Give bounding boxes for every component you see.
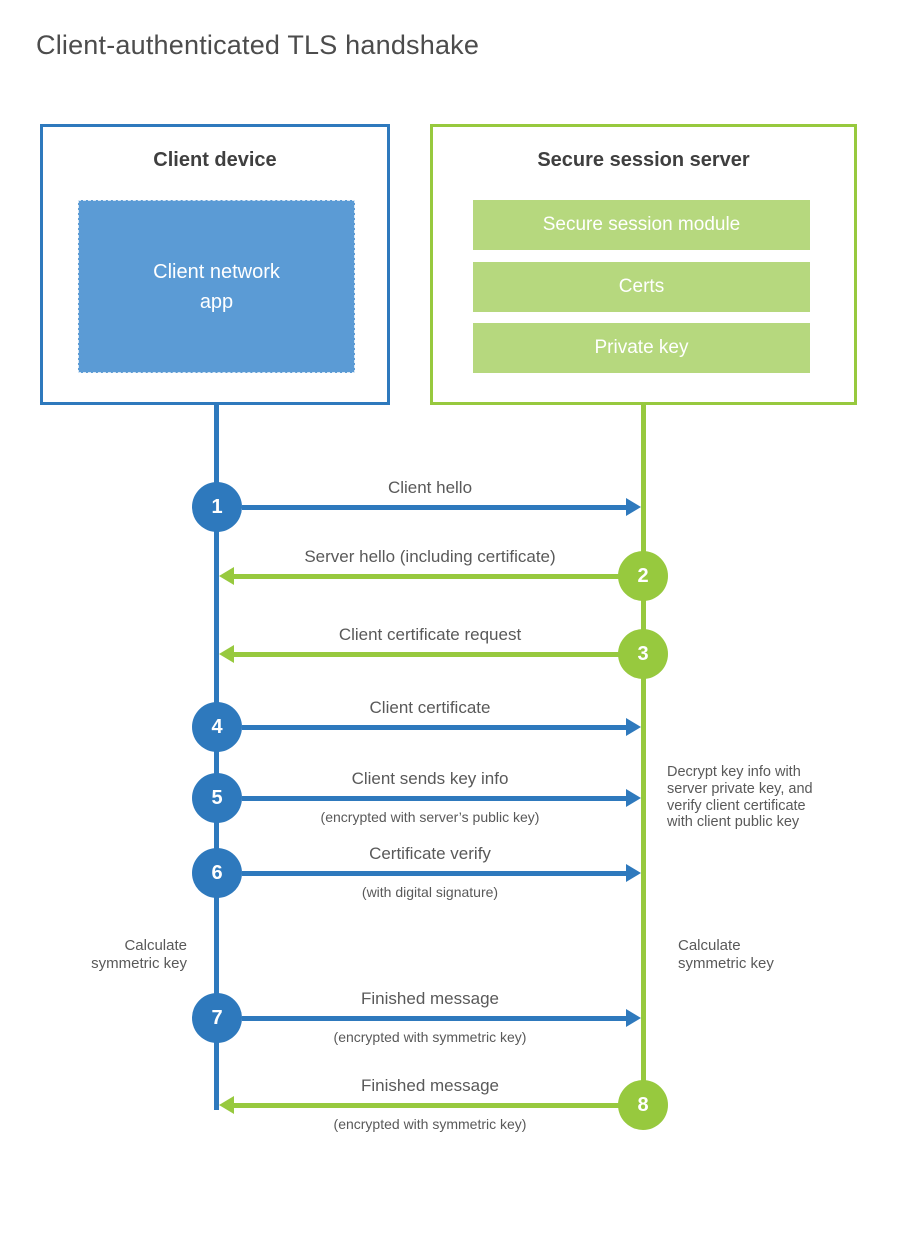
server-box: Secure session server Secure session mod… [430, 124, 857, 405]
server-module-secure-session: Secure session module [473, 200, 810, 250]
arrow-left-icon [219, 1096, 234, 1114]
message-sublabel: (encrypted with server’s public key) [320, 809, 540, 825]
message-label: Client sends key info [351, 769, 509, 788]
arrow-shaft [234, 1103, 619, 1108]
server-lifeline [641, 404, 646, 1105]
server-module-label: Secure session module [542, 214, 741, 235]
annotation-calculate-symmetric-key-server: Calculate symmetric key [678, 937, 774, 972]
step-number: 5 [211, 786, 223, 809]
step-number: 1 [211, 495, 223, 518]
page-title: Client-authenticated TLS handshake [36, 30, 480, 60]
arrow-right-icon [626, 718, 641, 736]
arrow-shaft [242, 505, 627, 510]
message-sublabel: (with digital signature) [361, 884, 499, 900]
arrow-right-icon [626, 1009, 641, 1027]
arrow-shaft [242, 871, 627, 876]
client-device-box: Client device Client network app [40, 124, 390, 405]
annotation-decrypt-key-info: Decrypt key info with server private key… [667, 764, 813, 831]
step-number: 3 [637, 642, 649, 665]
arrow-shaft [242, 1016, 627, 1021]
server-module-private-key: Private key [473, 323, 810, 373]
step-8-badge: 8 [618, 1080, 668, 1130]
client-device-title: Client device [153, 149, 277, 171]
message-label: Finished message [361, 989, 499, 1008]
server-module-label: Private key [594, 337, 689, 358]
server-title: Secure session server [537, 149, 750, 171]
message-label: Certificate verify [369, 844, 491, 863]
arrow-right-icon [626, 864, 641, 882]
step-number: 6 [211, 861, 223, 884]
server-module-certs: Certs [473, 262, 810, 312]
client-network-app-box: Client network app [78, 200, 355, 373]
message-label: Finished message [361, 1076, 499, 1095]
message-label: Server hello (including certificate) [304, 547, 556, 566]
message-sublabel: (encrypted with symmetric key) [333, 1029, 527, 1045]
step-3-badge: 3 [618, 629, 668, 679]
message-label: Client certificate [369, 698, 491, 717]
step-1-badge: 1 [192, 482, 242, 532]
step-4-badge: 4 [192, 702, 242, 752]
step-number: 4 [211, 715, 223, 738]
client-lifeline [214, 404, 219, 1110]
message-sublabel: (encrypted with symmetric key) [333, 1116, 527, 1132]
arrow-left-icon [219, 645, 234, 663]
step-5-badge: 5 [192, 773, 242, 823]
annotation-calculate-symmetric-key-client: Calculate symmetric key [91, 937, 187, 972]
arrow-left-icon [219, 567, 234, 585]
client-network-app-label: Client network app [153, 260, 280, 313]
step-number: 7 [211, 1006, 223, 1029]
arrow-shaft [234, 574, 619, 579]
arrow-shaft [242, 725, 627, 730]
arrow-right-icon [626, 498, 641, 516]
arrow-right-icon [626, 789, 641, 807]
step-7-badge: 7 [192, 993, 242, 1043]
step-number: 8 [637, 1093, 649, 1116]
arrow-shaft [234, 652, 619, 657]
message-label: Client hello [387, 478, 473, 497]
message-label: Client certificate request [338, 625, 522, 644]
step-2-badge: 2 [618, 551, 668, 601]
step-6-badge: 6 [192, 848, 242, 898]
step-number: 2 [637, 564, 649, 587]
server-module-label: Certs [618, 276, 665, 297]
arrow-shaft [242, 796, 627, 801]
